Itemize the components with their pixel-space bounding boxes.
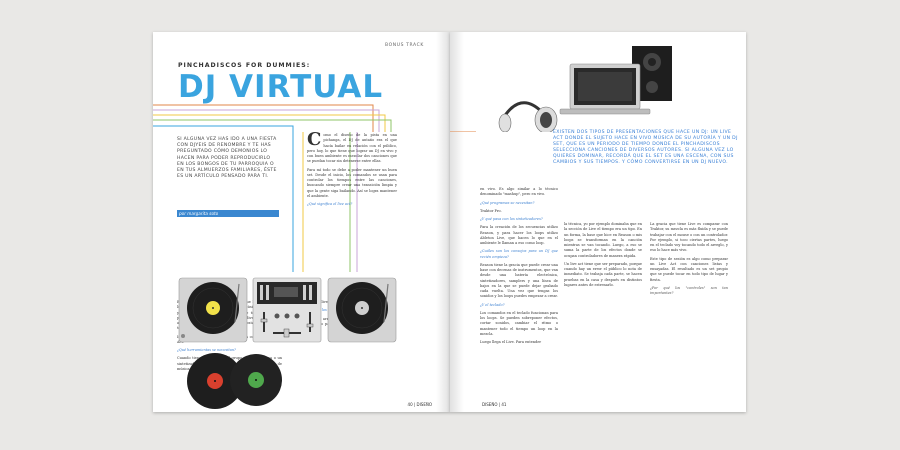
- author-byline: por margarita soto: [177, 210, 279, 217]
- paragraph: Para mí todo se debe a poder mantener un…: [307, 167, 397, 198]
- question: ¿Qué significa el live act?: [307, 202, 353, 206]
- right-turntable: [327, 277, 397, 343]
- question: ¿Cuáles son los consejos para un DJ que …: [480, 249, 558, 259]
- headphones-icon: [498, 101, 558, 132]
- vinyl-records: [187, 353, 282, 409]
- paragraph: Luego llega el Live. Para entender: [480, 340, 542, 344]
- dj-mixer: [252, 277, 322, 343]
- paragraph: La gracia que tiene Live es comparar con…: [650, 222, 728, 253]
- right-page: Existen dos tipos de presentaciones que …: [450, 32, 746, 412]
- body-column-3: en vivo. Es algo similar a lo técnico de…: [480, 187, 558, 348]
- paragraph: Los comandos en el teclado funcionan par…: [480, 310, 558, 336]
- article-title: DJ VIRTUAL: [178, 69, 384, 105]
- page-folio-left: 40 | DISEÑO: [407, 402, 432, 407]
- paragraph: Este tipo de sesión es algo como prepara…: [650, 256, 728, 282]
- body-column-4: la técnica, yo por ejemplo dominaba que …: [564, 222, 642, 291]
- drop-cap: C: [307, 129, 322, 150]
- dj-setup-illustration: [178, 277, 397, 409]
- question: ¿Por qué los "controles" son tan importa…: [650, 285, 728, 295]
- left-turntable: [178, 277, 248, 343]
- laptop-icon: [559, 63, 651, 115]
- paragraph: Un live act tiene que ser preparado, por…: [564, 261, 642, 287]
- body-column-5: La gracia que tiene Live es comparar con…: [650, 222, 728, 299]
- article-kicker: PINCHADISCOS FOR DUMMIES:: [178, 62, 311, 69]
- body-column-top: C omo el diseño de la pista en una picha…: [307, 129, 397, 210]
- gutter-shadow: [436, 32, 450, 412]
- question: ¿Y el teclado?: [480, 302, 505, 307]
- laptop-headphones-illustration: [450, 46, 672, 132]
- paragraph: en vivo. Es algo similar a lo técnico de…: [480, 187, 558, 197]
- paragraph: omo el diseño de la pista en una pichang…: [307, 133, 397, 164]
- left-page: BONUS TRACK PINCHADISCOS FOR DUMMIES: DJ…: [153, 32, 450, 412]
- section-tag: BONUS TRACK: [385, 43, 424, 48]
- question: ¿Qué herramientas se necesitan?: [177, 348, 236, 352]
- page-folio-right: DISEÑO | 41: [482, 402, 507, 407]
- gutter-shadow: [450, 32, 464, 412]
- intro-text: Si alguna vez has ido a una fiesta con D…: [177, 137, 277, 180]
- paragraph: Para la creación de los secuencias utili…: [480, 225, 558, 245]
- lead-paragraph: Existen dos tipos de presentaciones que …: [553, 130, 738, 166]
- paragraph: la técnica, yo por ejemplo dominaba que …: [564, 222, 642, 258]
- question: ¿Qué programas se necesitan?: [480, 200, 535, 205]
- paragraph: Reason tiene la gracia que puede crear u…: [480, 262, 558, 299]
- connector-lines: [153, 104, 392, 272]
- paragraph: Traktor Pro.: [480, 208, 502, 213]
- question: ¿Y qué pasa con los sintetizadores?: [480, 217, 543, 221]
